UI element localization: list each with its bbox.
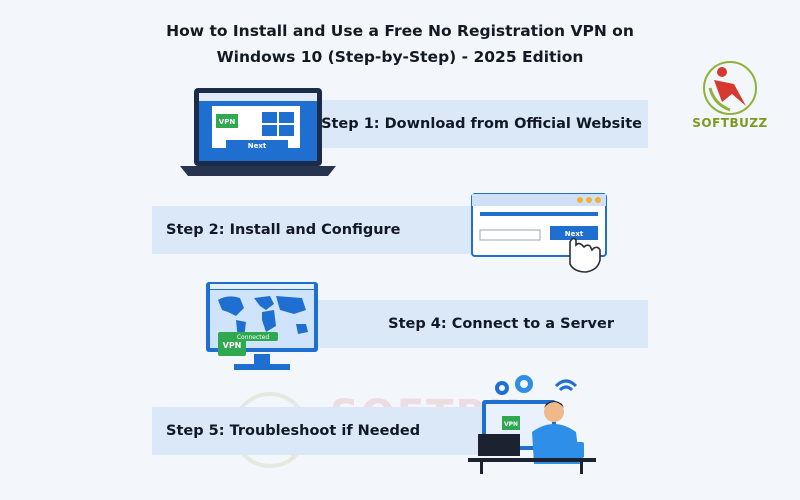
gear-icon bbox=[495, 375, 533, 395]
step-2-label: Step 2: Install and Configure bbox=[166, 222, 401, 238]
step4-status: Connected bbox=[237, 334, 270, 341]
laptop-icon: VPN Next bbox=[180, 88, 336, 176]
step4-vpn-badge: VPN bbox=[223, 341, 242, 350]
step1-vpn-badge: VPN bbox=[219, 118, 236, 126]
monitor-icon: VPN Connected bbox=[206, 282, 318, 370]
person-at-desk-icon: VPN bbox=[468, 375, 596, 474]
brand-name: SOFTBUZZ bbox=[692, 116, 768, 130]
windows-logo-icon bbox=[262, 112, 294, 136]
step-1-band: Step 1: Download from Official Website bbox=[282, 100, 648, 148]
title-line-1: How to Install and Use a Free No Registr… bbox=[166, 22, 634, 40]
step-5-label: Step 5: Troubleshoot if Needed bbox=[166, 423, 421, 439]
softbuzz-logo-icon bbox=[703, 61, 757, 115]
step5-vpn-badge: VPN bbox=[504, 421, 518, 428]
wifi-icon bbox=[554, 379, 578, 392]
browser-window-icon: Next bbox=[471, 193, 607, 273]
step1-next-button: Next bbox=[248, 142, 267, 150]
person-icon bbox=[532, 401, 580, 464]
step-5-band: Step 5: Troubleshoot if Needed bbox=[152, 407, 482, 455]
step2-next-button: Next bbox=[565, 230, 584, 238]
step-2-band: Step 2: Install and Configure bbox=[152, 206, 482, 254]
title-line-2: Windows 10 (Step-by-Step) - 2025 Edition bbox=[216, 48, 584, 66]
step-4-band: Step 4: Connect to a Server bbox=[280, 300, 648, 348]
step-1-label: Step 1: Download from Official Website bbox=[321, 116, 642, 132]
hand-cursor-icon bbox=[569, 237, 601, 273]
step-4-label: Step 4: Connect to a Server bbox=[388, 316, 614, 332]
page-title: How to Install and Use a Free No Registr… bbox=[0, 18, 800, 70]
